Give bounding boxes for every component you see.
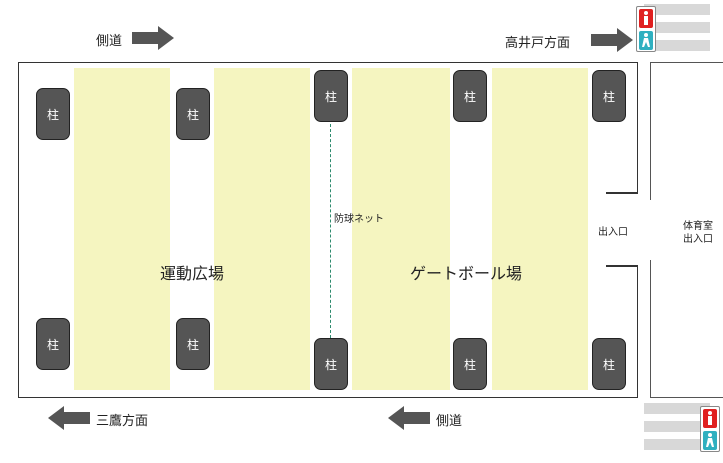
sports-ground-label: 運動広場 <box>160 264 225 283</box>
pillar: 柱 <box>36 88 70 140</box>
gym-entrance-label-line1: 体育室 <box>683 221 713 232</box>
entrance-label: 出入口 <box>598 227 628 238</box>
crosswalk-stripe <box>644 439 710 450</box>
arrow-left-icon <box>48 406 90 430</box>
gym-entrance-label-line2: 出入口 <box>683 234 713 245</box>
pillar: 柱 <box>176 88 210 140</box>
ball-net-label: 防球ネット <box>334 214 384 225</box>
ball-net <box>330 124 331 338</box>
pillar: 柱 <box>36 318 70 370</box>
pillar: 柱 <box>453 338 487 390</box>
pillar: 柱 <box>453 70 487 122</box>
crosswalk-stripe <box>644 403 710 414</box>
takaido-direction-label: 高井戸方面 <box>505 36 571 51</box>
entrance-wall-top <box>606 192 638 194</box>
arrow-right-icon <box>132 26 174 50</box>
entrance-wall-bottom <box>606 265 638 267</box>
arrow-left-icon <box>388 406 430 430</box>
mitaka-direction-label: 三鷹方面 <box>96 414 149 429</box>
crosswalk-stripe <box>644 40 710 51</box>
pillar: 柱 <box>592 338 626 390</box>
gateball-label: ゲートボール場 <box>410 264 523 283</box>
pillar: 柱 <box>176 318 210 370</box>
pillar: 柱 <box>592 70 626 122</box>
pedestrian-signal-icon <box>700 406 720 452</box>
pillar: 柱 <box>314 70 348 122</box>
sports-ground-area <box>214 68 310 390</box>
crosswalk-stripe <box>644 22 710 33</box>
gateball-area <box>352 68 450 390</box>
pillar: 柱 <box>314 338 348 390</box>
gym-wall-top <box>650 62 723 63</box>
gym-wall-gap <box>648 200 654 260</box>
gym-wall-bottom <box>650 397 723 398</box>
pedestrian-signal-icon <box>636 6 656 52</box>
arrow-right-icon <box>591 28 633 52</box>
sidewalk-top-label: 側道 <box>96 34 123 49</box>
sidewalk-bottom-label: 側道 <box>436 414 463 429</box>
crosswalk-stripe <box>644 421 710 432</box>
gateball-area <box>492 68 588 390</box>
entrance-gap <box>635 192 641 266</box>
crosswalk-stripe <box>644 4 710 15</box>
sports-ground-area <box>74 68 170 390</box>
